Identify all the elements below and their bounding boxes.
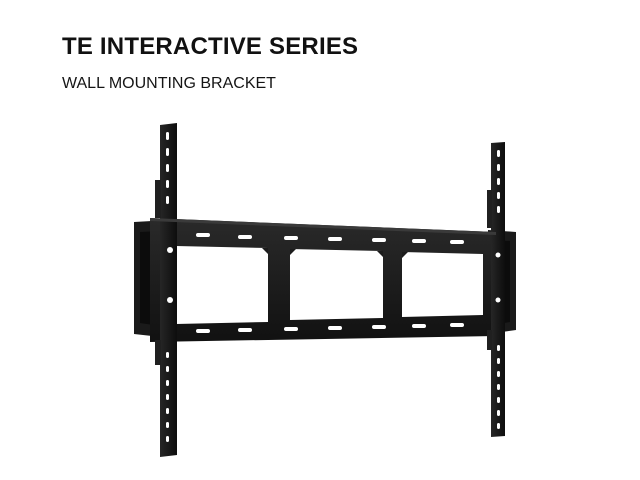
page-title: TE INTERACTIVE SERIES [62,33,359,60]
page-subtitle: WALL MOUNTING BRACKET [62,75,276,92]
